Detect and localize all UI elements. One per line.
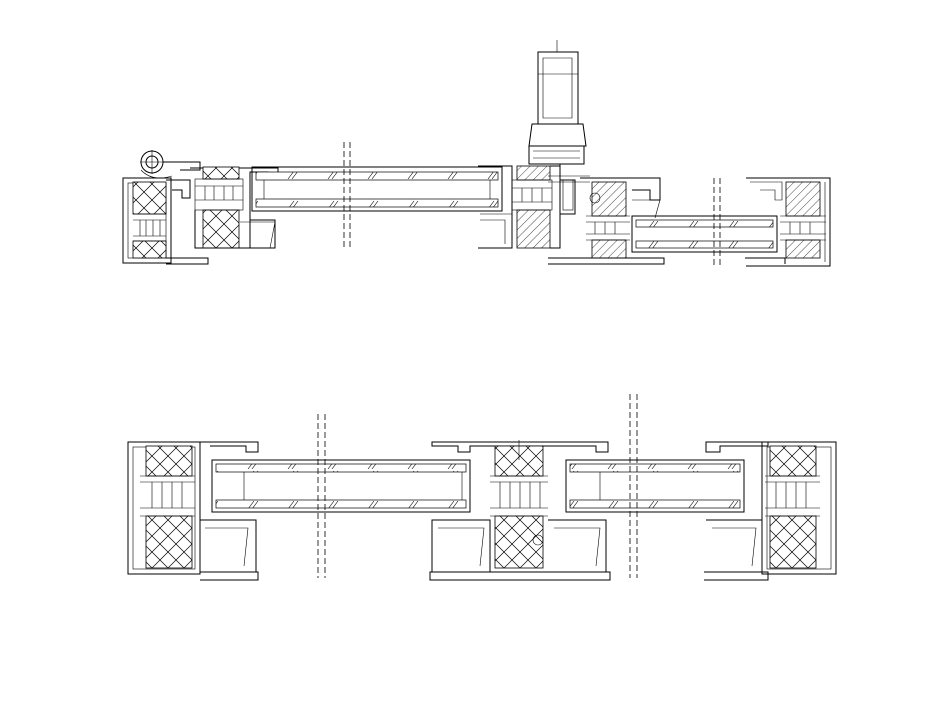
bottom-left-frame <box>127 441 259 581</box>
roller-icon <box>140 150 201 179</box>
top-break-line-2 <box>713 178 721 266</box>
top-section <box>122 40 831 267</box>
bottom-center-interlock <box>429 440 611 581</box>
top-right-sash <box>548 177 665 265</box>
handle-icon <box>528 40 590 215</box>
top-right-frame <box>745 177 831 267</box>
top-right-glass <box>631 215 778 253</box>
top-left-frame <box>122 177 209 265</box>
bottom-right-glass <box>565 459 745 513</box>
bottom-break-line-2 <box>629 394 638 578</box>
bottom-left-glass <box>211 459 471 513</box>
top-center-interlock <box>478 165 561 249</box>
top-left-glass <box>251 166 503 212</box>
bottom-right-frame <box>704 441 837 581</box>
bottom-break-line-1 <box>317 414 326 578</box>
bottom-section <box>127 394 837 581</box>
top-left-sash <box>190 166 279 249</box>
top-break-line-1 <box>343 142 351 248</box>
